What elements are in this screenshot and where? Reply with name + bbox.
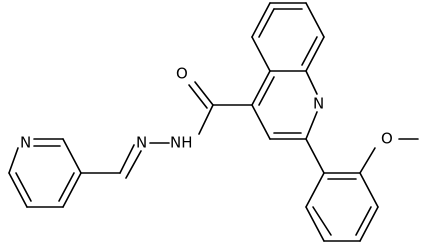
bond [301, 36, 318, 66]
bond [305, 2, 325, 38]
methoxy-oxygen-label: O [381, 130, 393, 148]
bond [251, 36, 271, 72]
bond [8, 147, 19, 174]
bond [119, 144, 135, 174]
bond [188, 84, 208, 109]
bond [258, 76, 275, 106]
bond [305, 111, 318, 140]
bond [251, 70, 271, 106]
bond [312, 206, 332, 236]
bond [305, 36, 325, 72]
bond [15, 172, 32, 202]
bond [251, 2, 271, 38]
bond [359, 147, 376, 174]
bond [58, 172, 75, 202]
pyridine-nitrogen-label: N [20, 134, 31, 152]
hydrazone-nitrogen-label: N [136, 134, 147, 152]
bond [305, 206, 325, 242]
bond [305, 70, 318, 95]
bond [62, 138, 82, 174]
bond [8, 172, 28, 208]
bond [194, 81, 214, 106]
bond [258, 8, 275, 38]
bond-lines [8, 2, 419, 242]
amide-nh-label: NH [170, 134, 193, 152]
bond [305, 172, 325, 208]
bond [251, 104, 271, 140]
bond [198, 104, 214, 135]
atom-labels: O N O NH N N [20, 65, 393, 152]
carbonyl-oxygen-label: O [176, 65, 188, 83]
bond [305, 138, 325, 174]
quinoline-nitrogen-label: N [313, 95, 324, 113]
bond [62, 172, 82, 208]
bond [125, 150, 142, 179]
bond [359, 206, 379, 242]
bond [359, 172, 379, 208]
bond [355, 206, 372, 236]
